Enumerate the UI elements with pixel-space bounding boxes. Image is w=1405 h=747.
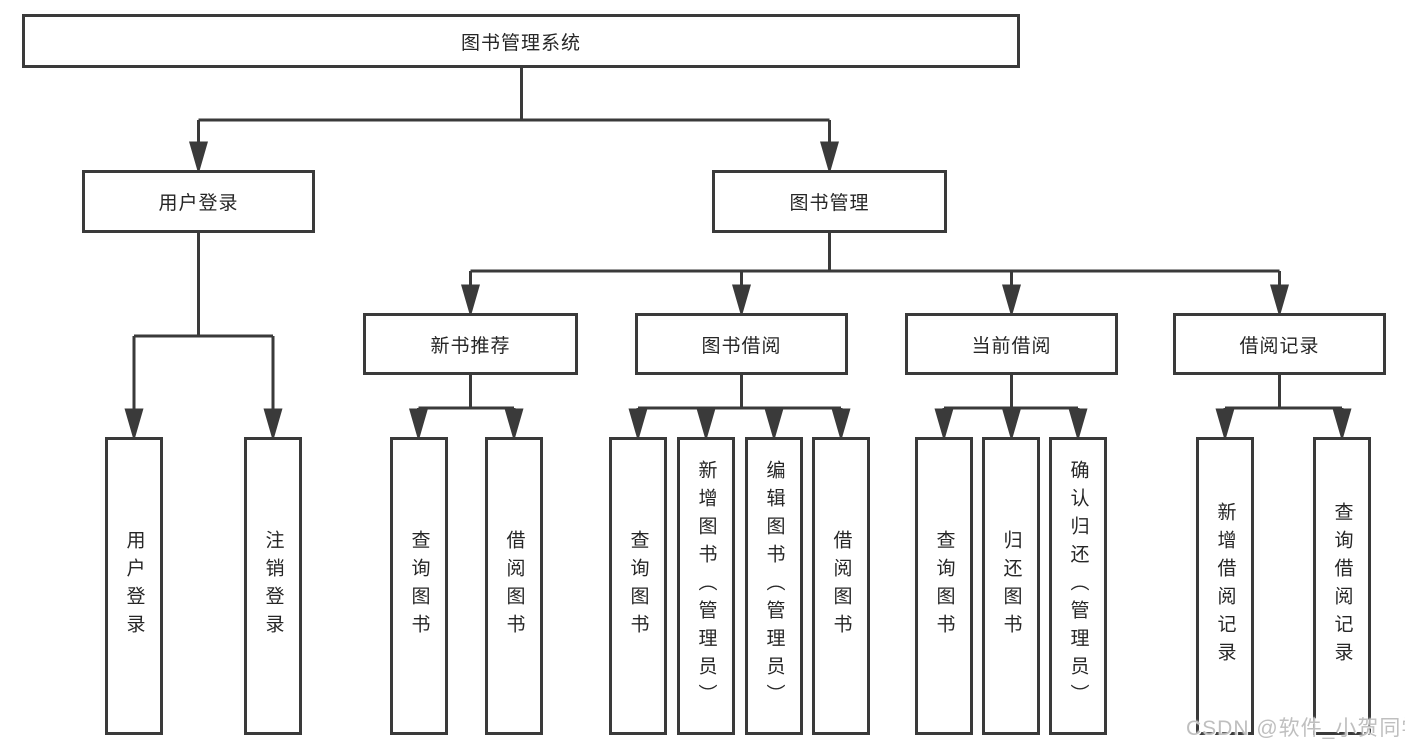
node-root: 图书管理系统 [22, 14, 1020, 68]
watermark: CSDN @软件_小贺同学 [1186, 717, 1405, 740]
connector-root-to-level2 [189, 67, 839, 175]
arrowhead [1002, 284, 1021, 318]
arrowhead [764, 408, 784, 442]
arrowhead [1068, 408, 1088, 442]
leaf-query-borrow-record-label: 查询借阅记录 [1331, 502, 1353, 670]
node-book-management-label: 图书管理 [789, 193, 870, 214]
leaf-add-book-admin: 新增图书（管理员） [677, 437, 735, 735]
leaf-user-login: 用户登录 [105, 437, 163, 735]
node-book-borrow: 图书借阅 [635, 313, 848, 375]
leaf-add-borrow-record: 新增借阅记录 [1196, 437, 1254, 735]
leaf-confirm-return-admin: 确认归还（管理员） [1049, 437, 1107, 735]
node-new-book-recommend: 新书推荐 [363, 313, 578, 375]
arrowhead [263, 408, 283, 442]
leaf-query-book-3-label: 查询图书 [933, 530, 955, 642]
leaf-query-book-2-label: 查询图书 [627, 530, 649, 642]
node-book-management: 图书管理 [712, 170, 947, 233]
arrowhead [696, 408, 716, 442]
arrowhead [1002, 408, 1021, 442]
arrowhead [934, 408, 954, 442]
connector-book-mgmt-to-level3 [461, 233, 1289, 318]
connector-borrow-records-to-leaves [1215, 375, 1352, 442]
arrowhead [189, 141, 208, 175]
connector-book-borrow-to-leaves [628, 375, 851, 442]
leaf-borrow-book-1: 借阅图书 [485, 437, 543, 735]
node-borrow-records: 借阅记录 [1173, 313, 1386, 375]
leaf-query-book-1: 查询图书 [390, 437, 448, 735]
arrowhead [820, 141, 839, 175]
arrowhead [628, 408, 648, 442]
leaf-confirm-return-admin-label: 确认归还（管理员） [1067, 460, 1089, 712]
node-current-borrow: 当前借阅 [905, 313, 1118, 375]
leaf-user-login-label: 用户登录 [123, 530, 145, 642]
node-root-label: 图书管理系统 [460, 32, 581, 54]
leaf-return-book: 归还图书 [982, 437, 1040, 735]
leaf-edit-book-admin: 编辑图书（管理员） [745, 437, 803, 735]
leaf-logout: 注销登录 [244, 437, 302, 735]
arrowhead [831, 408, 851, 442]
leaf-logout-label: 注销登录 [262, 530, 284, 642]
node-new-book-recommend-label: 新书推荐 [430, 335, 511, 357]
arrowhead [1270, 284, 1289, 318]
arrowhead [1215, 408, 1235, 442]
arrowhead [504, 408, 524, 442]
leaf-borrow-book-1-label: 借阅图书 [503, 530, 525, 642]
leaf-add-borrow-record-label: 新增借阅记录 [1214, 502, 1236, 670]
leaf-borrow-book-2-label: 借阅图书 [830, 530, 852, 642]
leaf-add-book-admin-label: 新增图书（管理员） [695, 460, 717, 712]
arrowhead [732, 284, 751, 318]
leaf-query-book-3: 查询图书 [915, 437, 973, 735]
connector-current-borrow-to-leaves [934, 375, 1088, 442]
node-book-borrow-label: 图书借阅 [701, 335, 782, 357]
node-current-borrow-label: 当前借阅 [971, 335, 1052, 357]
connector-new-book-to-leaves [409, 375, 524, 442]
node-user-login: 用户登录 [82, 170, 315, 233]
arrowhead [1332, 408, 1352, 442]
node-user-login-label: 用户登录 [158, 193, 239, 214]
leaf-return-book-label: 归还图书 [1000, 530, 1022, 642]
leaf-borrow-book-2: 借阅图书 [812, 437, 870, 735]
leaf-query-borrow-record: 查询借阅记录 [1313, 437, 1371, 735]
leaf-edit-book-admin-label: 编辑图书（管理员） [763, 460, 785, 712]
leaf-query-book-1-label: 查询图书 [408, 530, 430, 642]
arrowhead [124, 408, 144, 442]
leaf-query-book-2: 查询图书 [609, 437, 667, 735]
connector-user-login-to-leaves [124, 233, 283, 442]
arrowhead [461, 284, 480, 318]
node-borrow-records-label: 借阅记录 [1239, 335, 1320, 357]
arrowhead [409, 408, 428, 442]
